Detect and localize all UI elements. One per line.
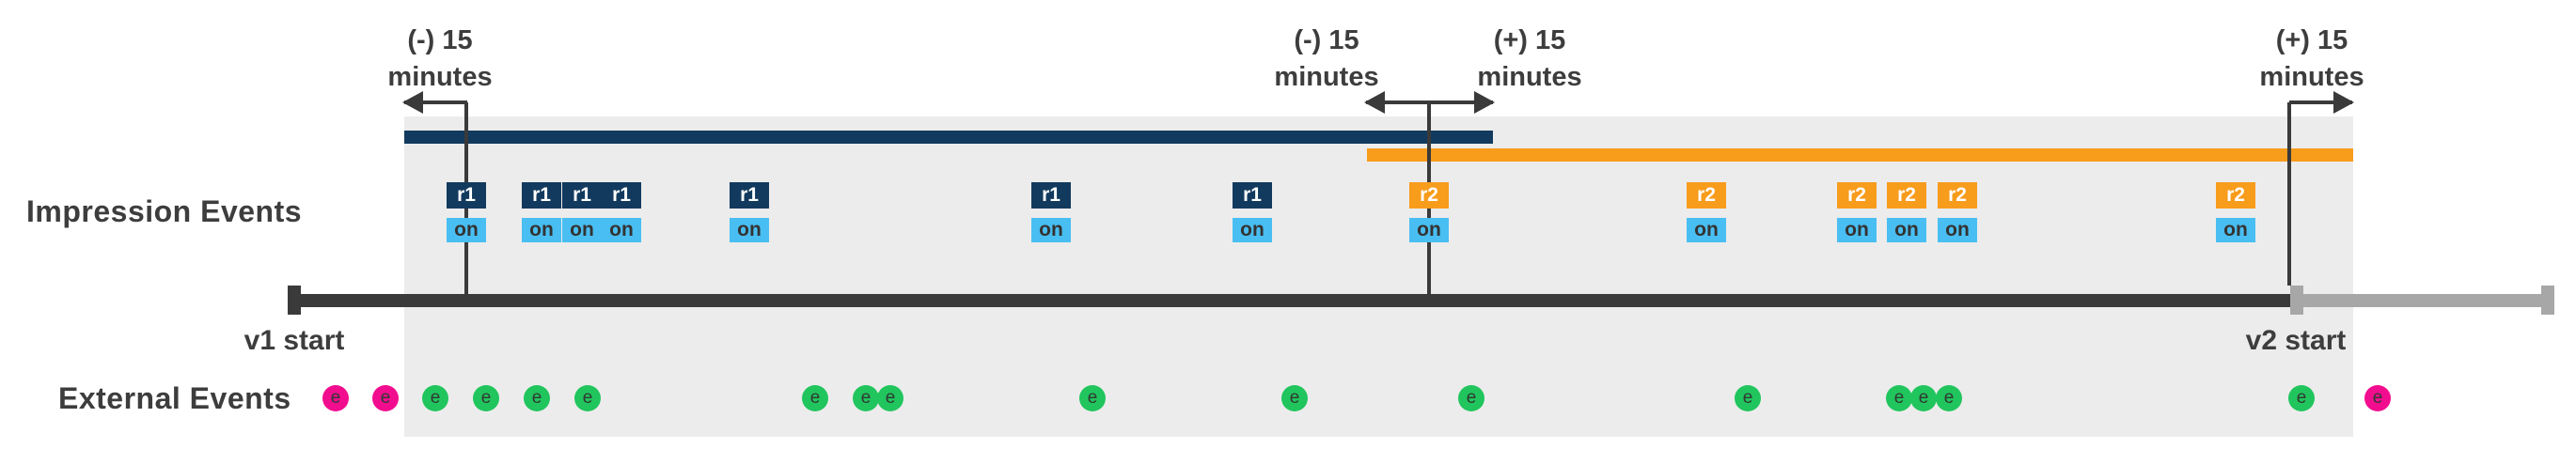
timeline-v2-segment (2290, 294, 2554, 307)
external-event-dot-green: e (422, 385, 448, 411)
offset-plus15-v2-line: minutes (2259, 62, 2364, 92)
r1-impression-badge: r1 (1031, 182, 1071, 209)
external-event-dot-green: e (473, 385, 499, 411)
offset-minus15-mid: (-) 15 minutes (1274, 23, 1378, 96)
external-event-dot-green: e (1886, 385, 1912, 411)
external-event-dot-green: e (853, 385, 879, 411)
external-event-dot-pink: e (2364, 385, 2391, 411)
on-badge: on (1837, 218, 1877, 242)
on-badge: on (1409, 218, 1449, 242)
offset-plus15-mid: (+) 15 minutes (1477, 23, 1581, 96)
on-badge: on (1687, 218, 1726, 242)
timeline-v1-segment (288, 294, 2290, 307)
offset-plus15-mid-line: minutes (1477, 62, 1582, 92)
r1-impression-badge: r1 (562, 182, 602, 209)
on-badge: on (1938, 218, 1977, 242)
external-event-dot-pink: e (372, 385, 399, 411)
external-event-dot-green: e (1079, 385, 1106, 411)
on-badge: on (602, 218, 641, 242)
arrow-minus15-r1 (404, 101, 467, 104)
arrow-minus15-r1-left-head (402, 91, 423, 114)
offset-minus15-r1-line: (-) 15 (407, 25, 473, 55)
external-event-dot-green: e (524, 385, 550, 411)
r1-report-window-bar (404, 131, 1493, 144)
v2-start-tick (2290, 286, 2303, 315)
r2-impression-badge: r2 (2216, 182, 2255, 209)
arrow-plus15-v2 (2289, 101, 2352, 104)
offset-plus15-mid-line: (+) 15 (1493, 25, 1566, 55)
r2-impression-badge: r2 (1938, 182, 1977, 209)
offset-minus15-r1-line: minutes (387, 62, 493, 92)
impression-events-label: Impression Events (26, 194, 303, 228)
on-badge: on (447, 218, 486, 242)
r2-report-window-bar (1367, 148, 2353, 162)
v1-start-label: v1 start (243, 325, 345, 356)
on-badge: on (562, 218, 602, 242)
external-event-dot-green: e (1936, 385, 1962, 411)
external-event-dot-green: e (877, 385, 903, 411)
on-badge: on (2216, 218, 2255, 242)
arrow-pm15-mid (1366, 101, 1493, 104)
arrow-pm15-mid-right-head (1474, 91, 1495, 114)
offset-minus15-r1: (-) 15 minutes (387, 23, 492, 96)
arrow-plus15-v2-right-head (2333, 91, 2354, 114)
timeline-end-tick (2541, 286, 2554, 315)
r1-impression-badge: r1 (730, 182, 769, 209)
r1-impression-badge: r1 (447, 182, 486, 209)
external-event-dot-green: e (1910, 385, 1937, 411)
r2-impression-badge: r2 (1409, 182, 1449, 209)
on-badge: on (730, 218, 769, 242)
r2-impression-badge: r2 (1687, 182, 1726, 209)
r1-impression-badge: r1 (602, 182, 641, 209)
external-event-dot-green: e (1735, 385, 1761, 411)
external-event-dot-green: e (1281, 385, 1308, 411)
on-badge: on (1887, 218, 1926, 242)
v1-start-tick (288, 286, 301, 315)
offset-plus15-v2: (+) 15 minutes (2259, 23, 2364, 96)
r1-impression-badge: r1 (522, 182, 561, 209)
external-event-dot-green: e (574, 385, 601, 411)
external-event-dot-pink: e (322, 385, 349, 411)
arrow-pm15-mid-left-head (1364, 91, 1385, 114)
r1-impression-badge: r1 (1233, 182, 1272, 209)
r2-impression-badge: r2 (1887, 182, 1926, 209)
external-event-dot-green: e (802, 385, 828, 411)
offset-minus15-mid-line: (-) 15 (1294, 25, 1359, 55)
on-badge: on (1233, 218, 1272, 242)
external-event-dot-green: e (2288, 385, 2315, 411)
v2-start-label: v2 start (2245, 325, 2347, 356)
offset-plus15-v2-line: (+) 15 (2275, 25, 2348, 55)
report-window-panel (404, 116, 2353, 437)
offset-minus15-mid-line: minutes (1274, 62, 1379, 92)
external-events-label: External Events (58, 381, 291, 415)
v2-start-line (2287, 102, 2291, 286)
r2-impression-badge: r2 (1837, 182, 1877, 209)
on-badge: on (1031, 218, 1071, 242)
on-badge: on (522, 218, 561, 242)
external-event-dot-green: e (1458, 385, 1484, 411)
